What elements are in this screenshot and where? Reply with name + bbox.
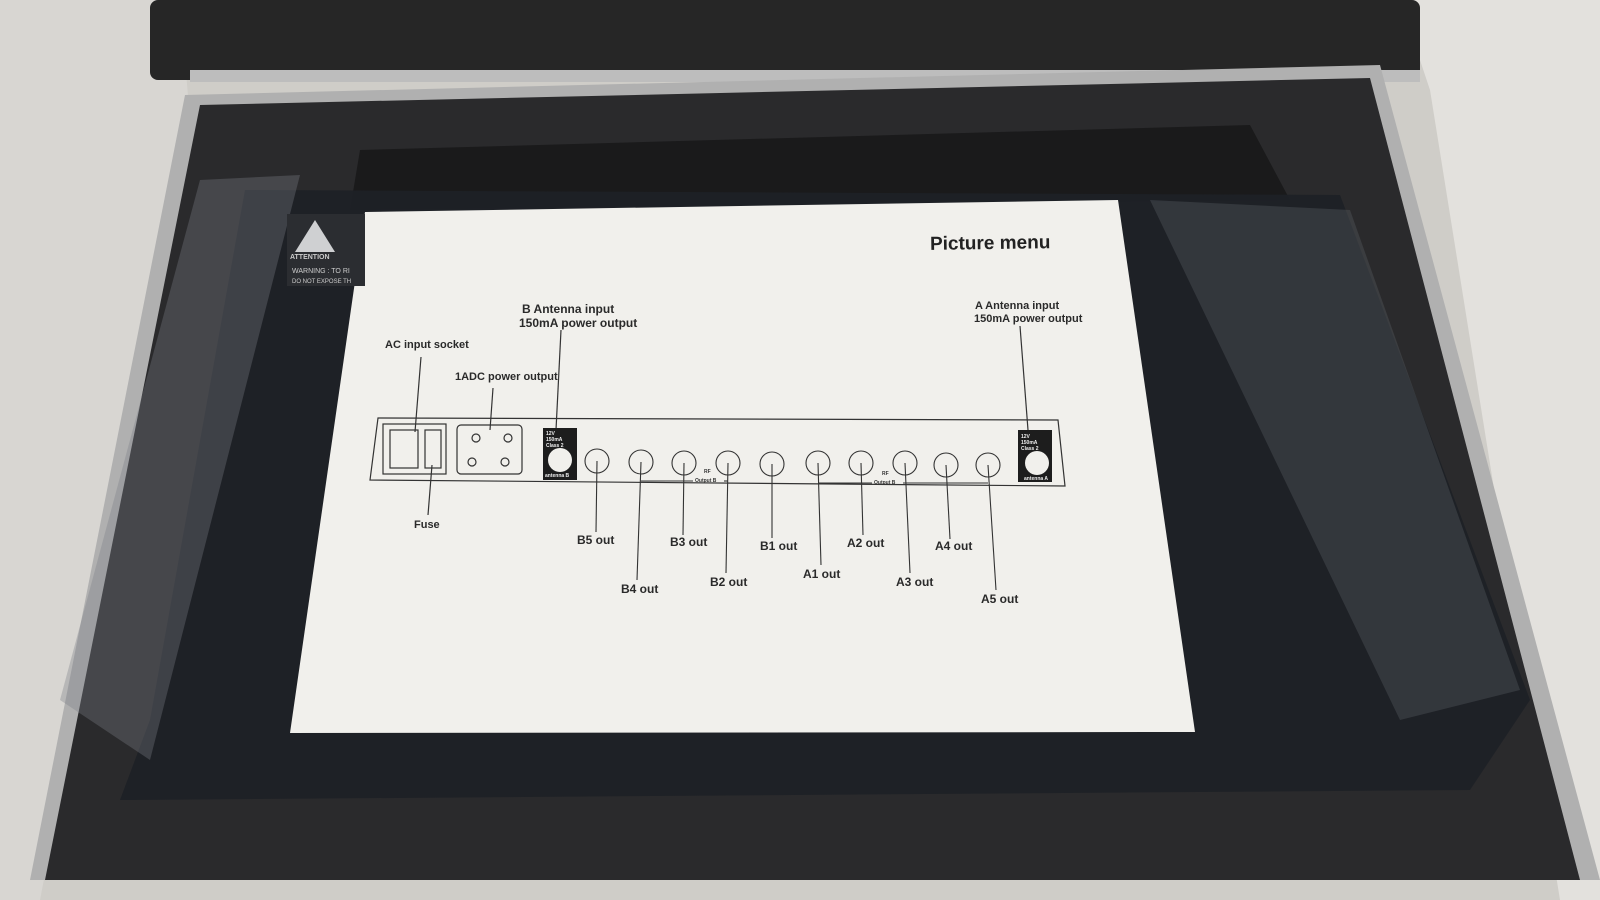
connector-b-line3: Class 2: [546, 443, 564, 449]
rf-label-b: RF: [704, 469, 711, 475]
rear-panel-diagram: [369, 325, 1066, 516]
sticker-attention: ATTENTION: [290, 254, 330, 261]
output-label-a5: A5 out: [981, 592, 1019, 606]
output-label-b4: B4 out: [621, 582, 659, 596]
connector-b-text: 12V 150mA Class 2: [546, 431, 564, 449]
dc-output-label: 1ADC power output: [455, 371, 558, 383]
output-label-a4: A4 out: [935, 539, 973, 553]
output-label-b3: B3 out: [670, 535, 708, 549]
fuse-label: Fuse: [414, 519, 440, 531]
output-label-b1: B1 out: [760, 539, 798, 553]
rf-output-b-label: Output B: [695, 478, 717, 484]
b-antenna-label-2: 150mA power output: [519, 316, 638, 330]
rf-output-a-label: Output B: [874, 480, 896, 486]
b-antenna-label-1: B Antenna input: [522, 302, 615, 316]
connector-a-line3: Class 2: [1021, 446, 1039, 452]
output-label-b2: B2 out: [710, 575, 748, 589]
a-antenna-label-2: 150mA power output: [974, 313, 1083, 325]
sticker-do-not-expose: DO NOT EXPOSE TH: [292, 279, 352, 285]
ac-input-label: AC input socket: [385, 339, 469, 351]
a-antenna-label-1: A Antenna input: [975, 300, 1060, 312]
sticker-warning: WARNING : TO RI: [292, 268, 350, 275]
connector-b-name: antenna B: [545, 473, 570, 479]
connector-b-line2: 150mA: [546, 437, 563, 443]
paper-sheet: [290, 200, 1195, 733]
output-label-b5: B5 out: [577, 533, 615, 547]
connector-b-line1: 12V: [546, 431, 555, 437]
sheet-title: Picture menu: [929, 232, 1051, 255]
output-label-a3: A3 out: [896, 575, 934, 589]
rf-output-connectors: [584, 448, 1001, 591]
connector-a-line2: 150mA: [1021, 440, 1038, 446]
output-label-a1: A1 out: [803, 567, 841, 581]
connector-a-line1: 12V: [1021, 434, 1030, 440]
rf-label-a: RF: [882, 471, 889, 477]
connector-a-text: 12V 150mA Class 2: [1021, 434, 1039, 452]
connector-a-name: antenna A: [1024, 476, 1048, 482]
output-label-a2: A2 out: [847, 536, 885, 550]
